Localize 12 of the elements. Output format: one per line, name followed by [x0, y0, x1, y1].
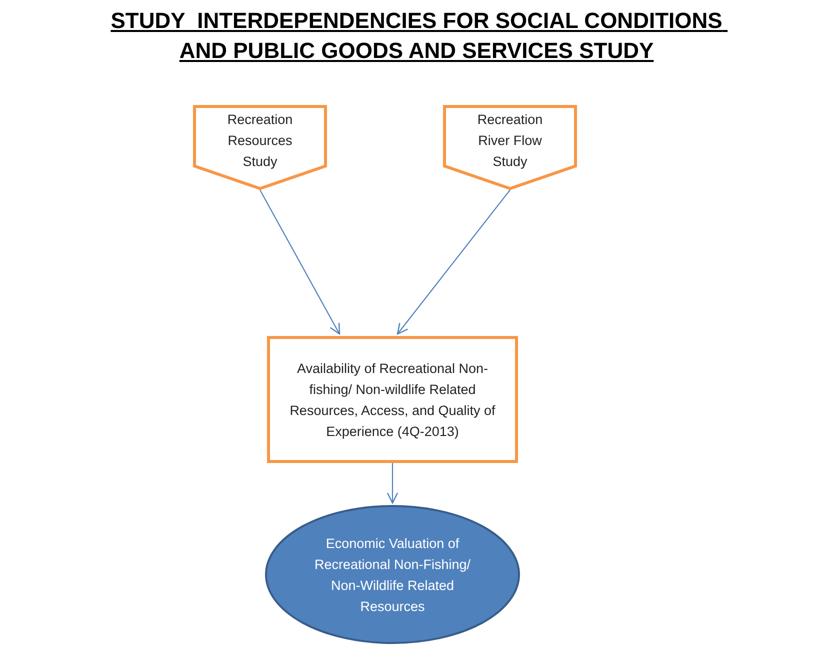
- node-label: Economic Valuation of Recreational Non-Fishing/ Non-Wildlife Related Resources: [313, 534, 472, 616]
- pentagon-callout-box: [443, 105, 577, 190]
- pentagon-callout-box: [193, 105, 327, 190]
- arrow: [396, 190, 510, 335]
- node-label: Availability of Recreational Non-fishing/ Non-wildlife Related Resources, Access, and Quality of Experience (4Q-2013): [288, 360, 496, 441]
- outcome-ellipse: [265, 505, 520, 644]
- diagram-title: STUDY INTERDEPENDENCIES FOR SOCIAL CONDITIONS AND PUBLIC GOODS AND SERVICES STUDY: [110, 7, 724, 65]
- node-label: Recreation River Flow Study: [476, 111, 544, 171]
- process-box: [267, 336, 518, 463]
- node-label: Recreation Resources Study: [226, 111, 294, 171]
- arrow: [260, 190, 340, 335]
- arrow: [386, 463, 398, 504]
